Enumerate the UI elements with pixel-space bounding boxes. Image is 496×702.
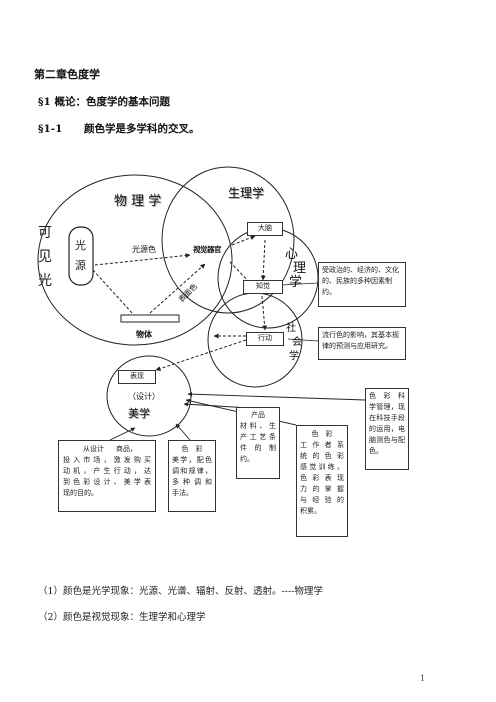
flow-source-object [92, 269, 134, 315]
training-line-5: 色 彩 表 现 [300, 474, 344, 482]
visible-light-char-3: 光 [38, 273, 52, 289]
fashion-note: 流行色的影响，其基本规律的预测与应用研究。 [318, 327, 406, 360]
page-number: 1 [420, 674, 426, 683]
design-flow-end: 商品， [116, 445, 137, 453]
product-line-5: 约。 [240, 455, 254, 463]
design-flow-line-4: 到色彩设计、美学表 [63, 478, 151, 486]
section-title: §1 概论：色度学的基本问题 [38, 96, 170, 108]
politics-note: 受政治的、经济的、文化的、民族的多种因素制约。 [318, 262, 406, 307]
sociology-char-3: 学 [289, 351, 299, 362]
sociology-char-2: 会 [292, 337, 302, 348]
management-line-1: 色 彩 科 [369, 392, 405, 400]
subsection-title: §1-1 颜色学是多学科的交叉。 [38, 121, 200, 136]
management-line-4: 的运用，电 [369, 425, 405, 433]
management-line-2: 学管理，现 [369, 403, 405, 411]
design-flow-start: 从设计 [83, 445, 104, 453]
product-note: 产品 材料、生 产工艺条 件 的 制 约。 [236, 407, 280, 479]
light-source-color-label: 光源色 [132, 245, 156, 254]
psychology-char-1: 心 [285, 247, 299, 262]
training-line-6: 力 的 掌 握 [300, 485, 344, 493]
action-box: 行动 [246, 332, 284, 346]
color-aesthetics-line-1: 色 彩 [181, 445, 203, 453]
psychology-char-3: 学 [289, 275, 303, 290]
flow-action-expression [155, 339, 247, 371]
object-label: 物体 [136, 329, 152, 339]
flow-perception-action [261, 295, 268, 331]
training-line-7: 与 经 验 的 [300, 496, 344, 504]
light-source-capsule [68, 226, 94, 286]
visual-organ-label: 视觉器官 [193, 245, 222, 254]
design-flow-line-5: 现的目的。 [63, 489, 98, 497]
management-line-6: 色。 [369, 447, 383, 455]
object-bar [120, 314, 180, 323]
psychology-label: 心 理 学 [285, 248, 306, 290]
design-flow-line-1: 从设计 商品， [63, 444, 151, 455]
subsection-text: 颜色学是多学科的交叉。 [84, 123, 200, 135]
aesthetics-label: 美学 [128, 407, 150, 420]
physics-label: 物 理 学 [114, 194, 162, 209]
training-note: 色 彩 工 作 者 系 统 的 色 彩 感觉训练。 色 彩 表 现 力 的 掌 … [296, 425, 348, 537]
training-line-3: 统 的 色 彩 [300, 452, 344, 460]
light-source-label: 光 源 [75, 236, 86, 276]
body-line-1: （1）颜色是光学现象：光源、光谱、辐射、反射、透射。----物理学 [38, 586, 323, 597]
management-line-5: 脑测色与配 [369, 436, 405, 444]
physiology-circle [161, 166, 295, 314]
visible-light-char-2: 见 [38, 249, 52, 265]
color-aesthetics-line-3: 调和规律， [172, 467, 212, 475]
expression-box: 表现 [118, 370, 156, 384]
training-line-1: 色 彩 [311, 430, 333, 438]
brain-box: 大脑 [247, 222, 283, 236]
design-flow-line-3: 动机，产生行动，达 [63, 467, 151, 475]
training-line-4: 感觉训练。 [300, 463, 344, 471]
training-line-8: 积累。 [300, 507, 321, 515]
training-line-2: 工 作 者 系 [300, 441, 344, 449]
subsection-number: §1-1 [38, 123, 63, 135]
flow-visual-brain [231, 235, 256, 246]
color-aesthetics-note: 色 彩 美学，配色 调和规律， 多 种 调 和 手法。 [168, 440, 216, 512]
color-aesthetics-line-5: 手法。 [172, 489, 193, 497]
visible-light-label: 可 见 光 [38, 221, 52, 293]
product-line-2: 材料、生 [240, 422, 276, 430]
color-aesthetics-line-2: 美学，配色 [172, 456, 212, 464]
flow-source-visual [94, 252, 191, 266]
design-flow-line-2: 投入市场，激发购买 [63, 456, 151, 464]
psychology-char-2: 理 [293, 261, 307, 276]
product-line-4: 件 的 制 [240, 444, 276, 452]
management-note: 色 彩 科 学管理，现 在科技手段 的运用，电 脑测色与配 色。 [365, 388, 409, 470]
sociology-char-1: 社 [286, 323, 296, 334]
perception-box: 知觉 [243, 280, 283, 294]
design-label: （设计） [128, 392, 160, 401]
chapter-title: 第二章色度学 [34, 68, 100, 81]
physiology-label: 生理学 [228, 186, 265, 200]
visible-light-char-1: 可 [38, 225, 52, 241]
light-source-char-2: 源 [75, 259, 86, 272]
flow-brain-perception [260, 239, 266, 281]
management-line-3: 在科技手段 [369, 414, 405, 422]
product-line-1: 产品 [251, 411, 265, 419]
physics-circle [37, 174, 233, 346]
flow-object-visual [149, 263, 206, 314]
sociology-label: 社 会 学 [286, 322, 302, 364]
product-line-3: 产工艺条 [240, 433, 276, 441]
design-flow-note: 从设计 商品， 投入市场，激发购买 动机，产生行动，达 到色彩设计、美学表 现的目… [58, 440, 156, 512]
body-line-2: （2）颜色是视觉现象：生理学和心理学 [38, 612, 206, 623]
color-aesthetics-line-4: 多 种 调 和 [172, 478, 212, 486]
light-source-char-1: 光 [75, 239, 86, 252]
